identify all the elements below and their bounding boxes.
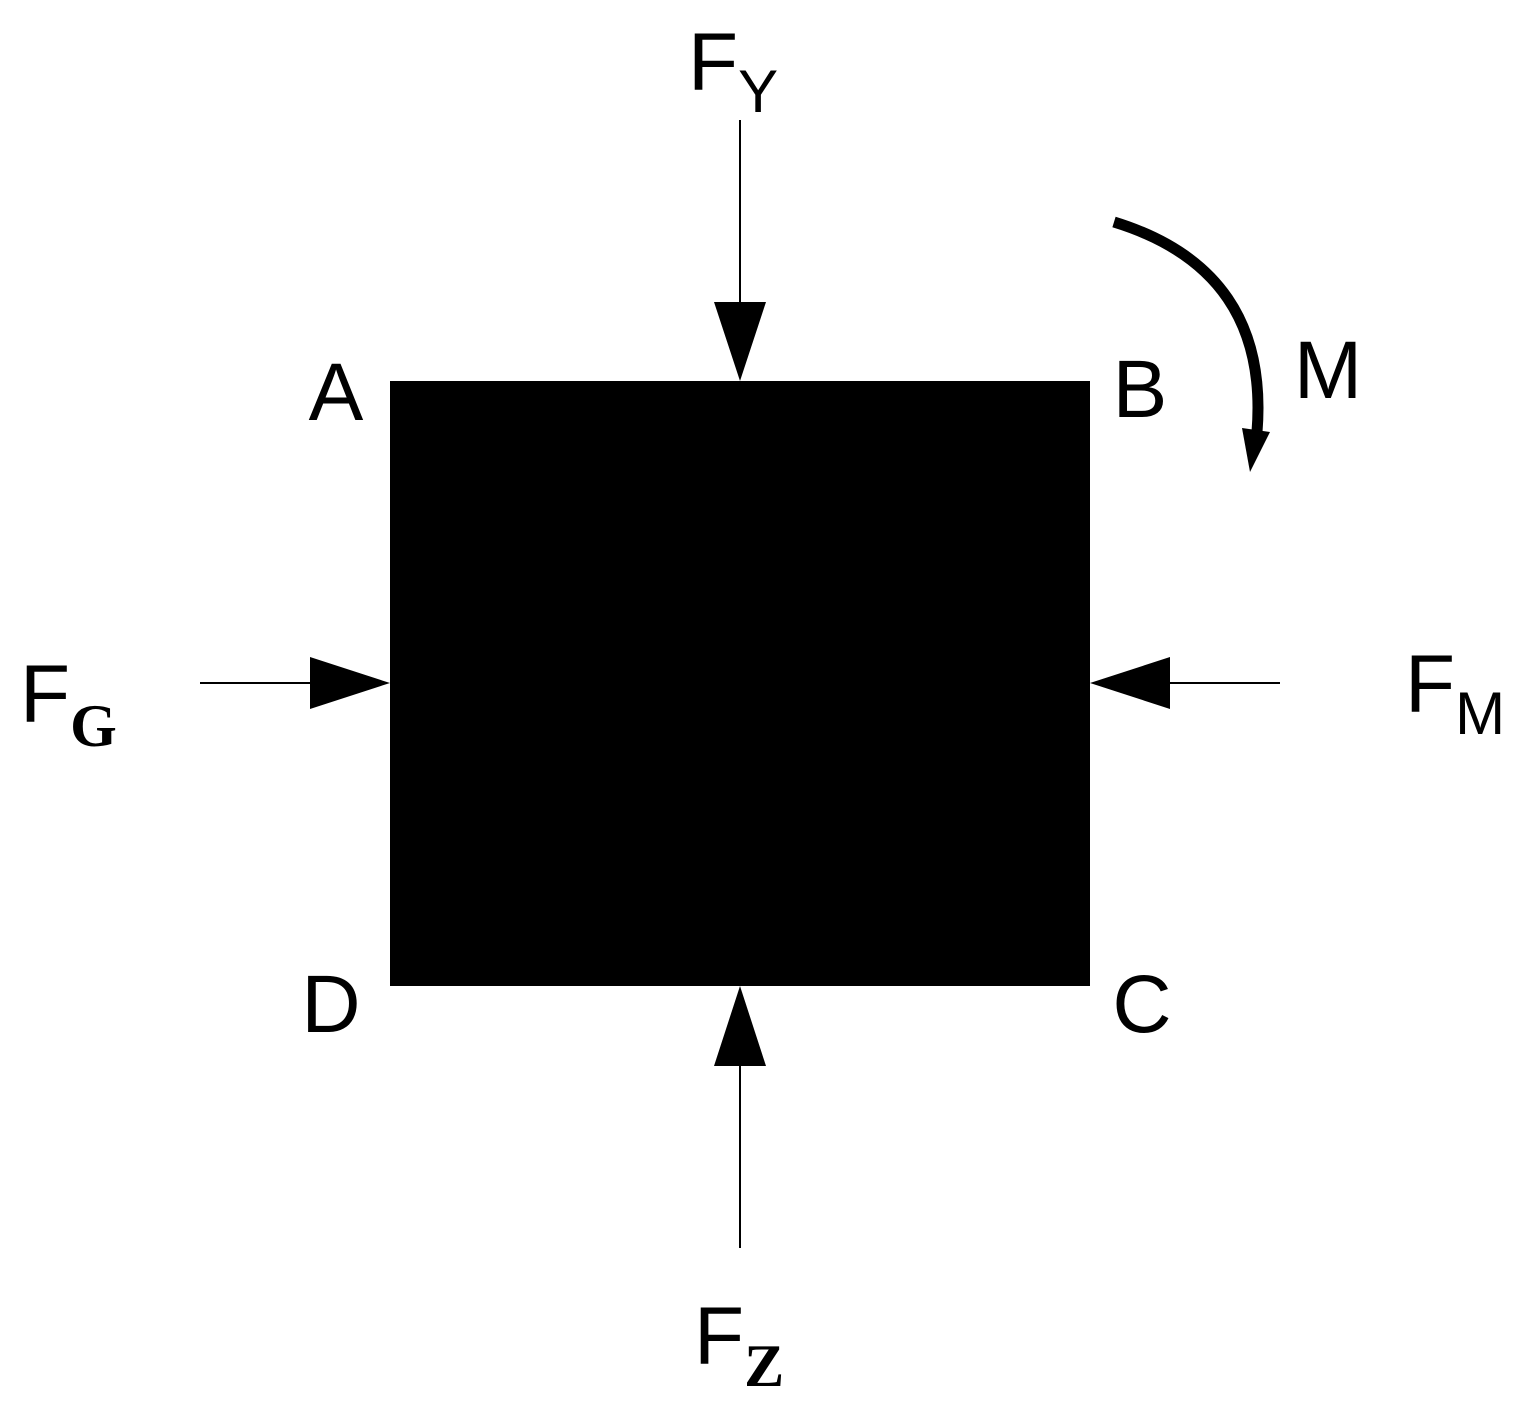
force-label-bottom: FZ (694, 1291, 784, 1399)
moment-arrow (1112, 216, 1270, 472)
corner-label-d: D (301, 959, 360, 1050)
corner-label-c: C (1112, 959, 1171, 1050)
force-arrow-right (1090, 657, 1280, 709)
force-label-top: FY (688, 17, 778, 125)
force-arrow-left (200, 657, 390, 709)
force-arrow-top (714, 120, 766, 381)
rigid-block (390, 381, 1090, 986)
force-arrow-bottom (714, 986, 766, 1248)
force-label-left: FG (20, 649, 117, 759)
force-label-right: FM (1405, 639, 1505, 747)
moment-label: M (1294, 325, 1362, 416)
corner-label-b: B (1113, 344, 1168, 435)
corner-label-a: A (309, 347, 364, 438)
